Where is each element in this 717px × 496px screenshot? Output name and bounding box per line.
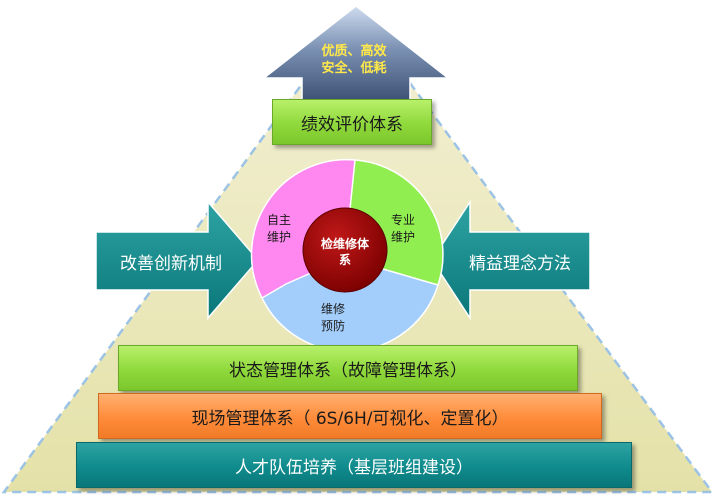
goal-text-line2: 安全、低耗 xyxy=(321,61,387,76)
cycle-wheel xyxy=(250,158,444,353)
goal-text-line1: 优质、高效 xyxy=(321,44,387,59)
self-maintenance-text: 自主 维护 xyxy=(266,213,291,244)
self-maintenance-label: 自主 维护 xyxy=(254,212,304,246)
right-arrow xyxy=(431,199,591,321)
cycle-core xyxy=(302,207,388,293)
preventive-maintenance-label: 维修 预防 xyxy=(308,301,358,335)
left-arrow xyxy=(95,199,259,321)
field-management-box: 现场管理体系（ 6S/6H/可视化、定置化） xyxy=(98,393,602,439)
professional-maintenance-text: 专业 维护 xyxy=(390,213,415,244)
status-management-box: 状态管理体系（故障管理体系） xyxy=(118,345,578,391)
core-label: 检维修体 系 xyxy=(299,236,391,268)
professional-maintenance-label: 专业 维护 xyxy=(378,212,428,246)
core-label-text: 检维修体 系 xyxy=(320,237,369,267)
right-arrow-label: 精益理念方法 xyxy=(469,254,571,274)
left-arrow-label: 改善创新机制 xyxy=(120,254,222,274)
talent-cultivation-box: 人才队伍培养（基层班组建设） xyxy=(76,442,632,488)
segment-pink xyxy=(250,158,363,299)
preventive-maintenance-text: 维修 预防 xyxy=(320,302,345,333)
performance-evaluation-box: 绩效评价体系 xyxy=(272,99,432,145)
